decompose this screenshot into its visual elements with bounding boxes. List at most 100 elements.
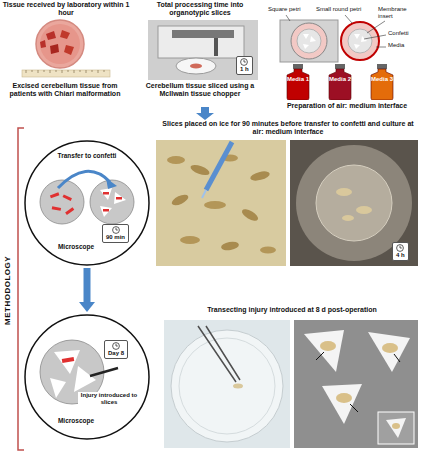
tissue-photo-part — [46, 31, 56, 40]
injured-slices-photo-part — [392, 423, 400, 429]
media-bottle: Media 3 — [369, 64, 395, 100]
methodology-bracket-part — [18, 128, 24, 450]
clock-face — [241, 59, 248, 66]
down-arrow-part — [196, 107, 214, 120]
tissue-photo-part — [60, 30, 70, 39]
time-text: Day 8 — [108, 350, 124, 357]
panel-text-box: Injury introduced to slices — [78, 392, 140, 406]
caption-text: Membrane insert — [378, 6, 418, 20]
panel-text: Transfer to confetti — [55, 152, 119, 159]
slices-on-paper-photo-part — [180, 236, 200, 244]
injured-slices-photo-part — [386, 418, 406, 438]
media-text: Media 3 — [371, 76, 393, 83]
label-box: Confetti — [388, 30, 420, 37]
transfer-schematic-part — [103, 192, 109, 195]
injured-slices-photo-part — [320, 341, 336, 351]
tissue-photo — [14, 20, 114, 78]
air-medium-culture-photo-part — [290, 140, 418, 266]
media-text: Media 2 — [329, 76, 351, 83]
injured-slices-photo — [294, 320, 418, 448]
tissue-photo-part — [64, 45, 74, 55]
panel-text: Microscope — [54, 417, 98, 424]
clock-face — [397, 245, 404, 252]
tissue-chopper-photo — [148, 20, 258, 80]
culture-setup-schematic-part — [348, 29, 372, 53]
transfer-schematic-part — [114, 192, 126, 204]
caption-text: Small round petri — [316, 6, 376, 13]
time-badge: Day 8 — [104, 340, 128, 359]
bottle-label-area: Media 2 — [327, 64, 353, 85]
transfer-schematic-part — [100, 188, 112, 200]
tissue-photo-part — [50, 44, 59, 54]
culture-setup-schematic-part — [354, 44, 360, 49]
clock-icon — [112, 342, 120, 350]
air-medium-culture-photo-part — [296, 145, 412, 261]
caption-text: Cerebellum tissue sliced using a McIlwai… — [136, 82, 264, 98]
transfer-schematic-part — [52, 206, 61, 211]
transfer-schematic-part — [65, 207, 74, 215]
culture-setup-schematic-part — [280, 20, 338, 62]
section-title: METHODOLOGY — [5, 255, 14, 324]
microscope-panel: Injury introduced to slicesMicroscope Day… — [24, 314, 150, 440]
caption-text: Total processing time into organotypic s… — [136, 1, 264, 17]
panel-text-box: Transfer to confetti — [55, 152, 119, 159]
injured-slices-photo-part — [304, 330, 344, 372]
dish-with-forceps-photo-part — [164, 320, 290, 448]
label-box: Media — [388, 42, 420, 49]
transfer-schematic-part — [116, 197, 122, 200]
arrow-head — [79, 302, 95, 312]
clock-icon — [240, 58, 248, 66]
caption-text: Transecting injury introduced at 8 d pos… — [166, 306, 418, 314]
transfer-schematic-part — [103, 209, 109, 212]
label-box: Slices placed on ice for 90 minutes befo… — [160, 120, 416, 136]
tissue-chopper-photo-part — [158, 26, 244, 58]
time-text: 4 h — [396, 252, 405, 259]
slices-on-paper-photo-part — [206, 142, 232, 190]
tissue-photo-part — [40, 40, 46, 48]
tissue-photo-part — [14, 20, 114, 78]
tissue-chopper-photo-part — [148, 20, 258, 80]
transfer-schematic-part — [50, 192, 59, 198]
tissue-chopper-photo-part — [190, 64, 202, 69]
time-badge: 1 h — [236, 56, 253, 75]
clock-hands — [116, 228, 118, 230]
time-badge: 4 h — [392, 242, 409, 261]
injury-schematic-part — [50, 378, 66, 398]
label-box: Square petri — [268, 6, 314, 13]
tissue-photo-part — [26, 70, 104, 73]
media-bottle: Media 1 — [285, 64, 311, 100]
label-box: METHODOLOGY — [5, 255, 14, 324]
slices-on-paper-photo-part — [220, 240, 239, 251]
slices-on-paper-photo-part — [167, 156, 185, 164]
tissue-chopper-photo-part — [176, 58, 216, 74]
media-bottle: Media 2 — [327, 64, 353, 100]
slices-on-paper-photo — [156, 140, 286, 266]
panel-circle — [25, 315, 149, 439]
arrow-shaft — [84, 268, 91, 303]
dish-with-forceps-photo — [164, 320, 290, 448]
panel-text-box: Microscope — [54, 417, 98, 424]
air-medium-culture-photo-part — [342, 215, 354, 221]
air-medium-culture-photo-part — [336, 188, 352, 196]
media-text: Media 1 — [287, 76, 309, 83]
bottle-body — [329, 69, 351, 100]
tissue-photo-part — [40, 24, 80, 64]
culture-setup-schematic-part — [286, 15, 386, 47]
injured-slices-photo-part — [322, 384, 362, 424]
label-box: Tissue received by laboratory within 1 h… — [2, 1, 130, 17]
transfer-schematic-part — [106, 178, 117, 189]
caption-text: Slices placed on ice for 90 minutes befo… — [160, 120, 416, 136]
air-medium-culture-photo-part — [316, 165, 392, 241]
caption-text: Tissue received by laboratory within 1 h… — [2, 1, 130, 17]
label-box: Preparation of air: medium interface — [276, 102, 418, 110]
slices-on-paper-photo-part — [204, 201, 226, 209]
panel-text-box: Microscope — [54, 243, 98, 250]
culture-setup-schematic-part — [310, 36, 316, 42]
air-medium-culture-photo-part — [356, 206, 372, 214]
tissue-chopper-photo-part — [172, 30, 234, 38]
transfer-schematic — [40, 171, 134, 224]
dish-with-forceps-photo-part — [179, 338, 275, 434]
